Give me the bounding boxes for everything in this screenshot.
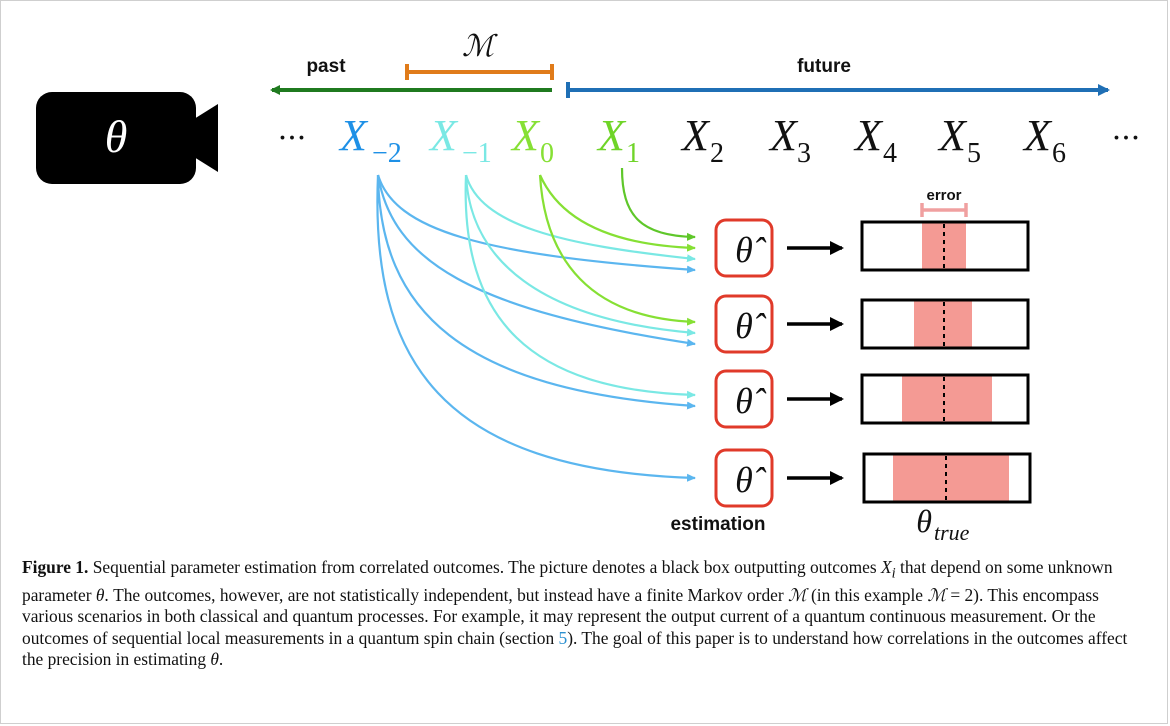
correlation-arrows — [376, 167, 696, 482]
outcome-subscript: 4 — [883, 138, 897, 169]
outcome-x-5: X 5 — [937, 111, 981, 169]
caption-text-3: . The outcomes, however, are not statist… — [104, 584, 789, 605]
camera-theta-label: θ — [105, 111, 128, 162]
outcome-subscript: 2 — [710, 138, 724, 169]
arrow-x-minus-2-est3 — [376, 174, 696, 410]
estimator-row-3: θ̂ — [714, 369, 1030, 429]
outcome-subscript: −2 — [372, 138, 402, 169]
error-bracket — [920, 203, 968, 217]
outcome-x-4: X 4 — [853, 111, 897, 169]
markov-order-bracket — [405, 64, 554, 80]
caption-text-7: . — [218, 649, 224, 670]
caption-text-5: = 2). This encompass various scenarios i… — [22, 584, 1099, 648]
outcome-x-6: X 6 — [1022, 111, 1066, 169]
outcome-base: X — [768, 111, 799, 160]
arrow-x-minus-1-est3 — [464, 174, 696, 399]
outcome-base: X — [428, 111, 459, 160]
outcome-base: X — [680, 111, 711, 160]
outcome-subscript: 5 — [967, 138, 981, 169]
outcome-subscript: 3 — [797, 138, 811, 169]
outcome-base: X — [510, 111, 541, 160]
arrow-x-minus-2-est1 — [376, 174, 696, 274]
outcome-x-1: X 1 — [596, 111, 640, 169]
caption-text-1: Sequential parameter estimation from cor… — [88, 557, 881, 577]
estimator-row-2: θ̂ — [714, 294, 1030, 354]
past-label: past — [306, 56, 346, 77]
arrow-x-1-est1 — [620, 167, 696, 241]
future-label: future — [797, 56, 851, 77]
figure-caption: Figure 1. Sequential parameter estimatio… — [22, 557, 1147, 671]
arrow-x-minus-1-est2 — [464, 174, 696, 337]
caption-theta-1: θ — [95, 584, 105, 605]
estimator-row-1: θ̂ — [714, 218, 1030, 278]
outcome-base: X — [937, 111, 968, 160]
theta-true-sub: true — [934, 520, 970, 540]
section-link[interactable]: 5 — [558, 627, 568, 648]
arrow-x-minus-1-est1 — [464, 174, 696, 263]
caption-label: Figure 1. — [22, 557, 89, 577]
outcome-x-2: X 2 — [680, 111, 724, 169]
outcome-x-3: X 3 — [768, 111, 811, 169]
caption-xi: X — [881, 557, 892, 577]
outcome-base: X — [338, 111, 369, 160]
caption-text-4: (in this example — [806, 584, 928, 605]
outcome-subscript: 0 — [540, 138, 554, 169]
estimation-label: estimation — [670, 514, 765, 535]
arrow-x-minus-2-est2 — [376, 174, 696, 347]
theta-true-label: θ true — [916, 503, 969, 540]
caption-text-6: ). The goal of this paper is to understa… — [22, 627, 1128, 670]
caption-markov-2: ℳ — [927, 584, 946, 605]
outcome-base: X — [596, 111, 627, 160]
camera-box: θ — [36, 92, 218, 184]
ellipsis-right: ··· — [1112, 121, 1141, 156]
caption-markov-1: ℳ — [788, 584, 807, 605]
caption-text-2: that depend on some unknown parameter — [22, 557, 1113, 605]
theta-true-base: θ — [916, 503, 932, 539]
caption-xi-sub: i — [891, 565, 896, 582]
outcome-x-minus-1: X −1 — [428, 111, 492, 169]
markov-label: ℳ — [462, 29, 498, 64]
outcome-x-0: X 0 — [510, 111, 554, 169]
error-label: error — [926, 187, 961, 204]
outcome-base: X — [853, 111, 884, 160]
outcome-base: X — [1022, 111, 1053, 160]
outcome-subscript: 1 — [626, 138, 640, 169]
outcome-x-minus-2: X −2 — [338, 111, 402, 169]
arrow-x-0-est1 — [538, 174, 696, 252]
arrow-x-0-est2 — [538, 174, 696, 326]
caption-theta-2: θ — [210, 649, 219, 670]
outcome-subscript: −1 — [462, 138, 492, 169]
outcome-subscript: 6 — [1052, 138, 1066, 169]
figure-diagram: θ past ℳ future ··· ··· X −2 X −1 X 0 X … — [36, 29, 1141, 540]
estimator-row-4: θ̂ — [714, 448, 1032, 508]
arrow-x-minus-2-est4 — [376, 174, 696, 482]
ellipsis-left: ··· — [278, 121, 307, 156]
